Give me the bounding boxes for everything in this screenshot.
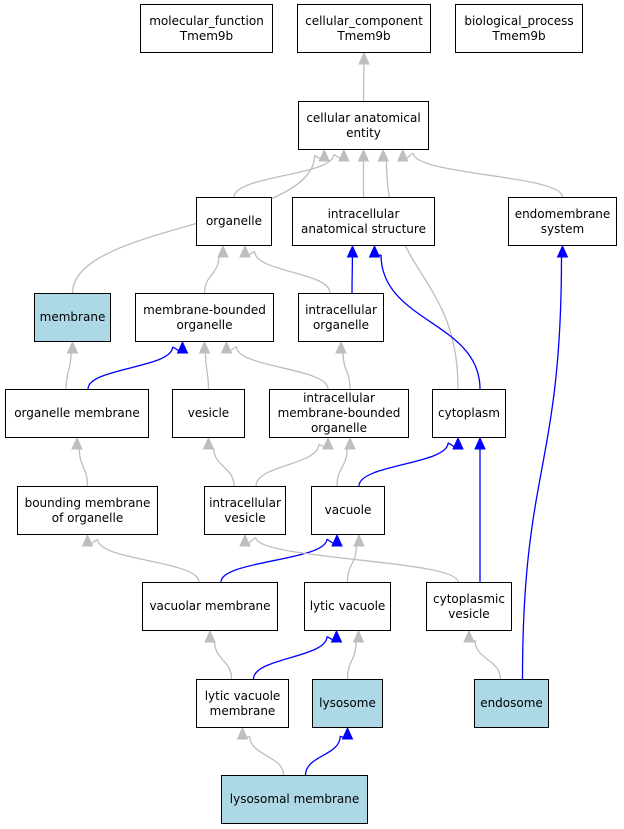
node-membrane[interactable]: membrane	[34, 293, 111, 342]
node-lysosomal-membrane[interactable]: lysosomal membrane	[221, 775, 368, 824]
edge-is_a-lytic_vacuole-to-vacuole	[346, 545, 358, 583]
edge-part_of-cytoplasm-to-intracellular_anatomical_structure	[380, 254, 481, 390]
edge-part_of-lysosomal_membrane-to-lysosome	[304, 736, 341, 776]
node-vacuole[interactable]: vacuole	[311, 486, 385, 535]
edge-part_of-endosome-to-endomembrane_system	[521, 256, 563, 680]
edge-tail-intracellular_membrane_bounded_organelle-to-membrane_bounded_organelle	[226, 346, 237, 354]
edge-is_a-endosome-to-cytoplasmic_vesicle	[474, 640, 502, 680]
edge-part_of-organelle_membrane-to-membrane_bounded_organelle	[87, 346, 174, 390]
edge-is_a-lytic_vacuole_membrane-to-vacuolar_membrane	[213, 641, 233, 680]
edge-tail-cytoplasm-to-cellular_anatomical_entity	[383, 159, 387, 162]
node-cytoplasm[interactable]: cytoplasm	[432, 389, 506, 438]
edge-tail-lytic_vacuole_membrane-to-lytic_vacuole	[326, 635, 337, 643]
edge-arrowhead-membrane_bounded_organelle-to-organelle	[217, 244, 229, 258]
node-endosome[interactable]: endosome	[474, 679, 549, 728]
edge-is_a-bounding_membrane_of_organelle-to-organelle_membrane	[78, 448, 89, 487]
edge-is_a-organelle-to-cellular_anatomical_entity	[233, 154, 335, 198]
edge-tail-intracellular_organelle-to-organelle	[244, 250, 255, 258]
node-intracellular-anatomical-structure[interactable]: intracellular anatomical structure	[292, 197, 435, 246]
node-biological-process[interactable]: biological_process Tmem9b	[455, 4, 583, 53]
edge-tail-organelle-to-cellular_anatomical_entity	[333, 153, 345, 162]
edge-is_a-endomembrane_system-to-cellular_anatomical_entity	[412, 152, 564, 198]
edge-arrowhead-intracellular_anatomical_structure-to-cellular_anatomical_entity	[357, 148, 370, 162]
node-vesicle[interactable]: vesicle	[172, 389, 245, 438]
edge-tail-vacuolar_membrane-to-vacuole	[326, 538, 338, 547]
edge-is_a-membrane_bounded_organelle-to-organelle	[203, 256, 220, 294]
edge-tail-intracellular_vesicle-to-intracellular_membrane_bounded_organelle	[318, 443, 329, 450]
edge-tail-cytoplasm-to-intracellular_anatomical_structure	[374, 254, 382, 258]
node-lytic-vacuole-membrane[interactable]: lytic vacuole membrane	[196, 679, 289, 728]
edge-arrowhead-vacuole-to-intracellular_membrane_bounded_organelle	[344, 436, 356, 450]
edge-part_of-lytic_vacuole_membrane-to-lytic_vacuole	[252, 636, 328, 680]
edge-tail-endosome-to-cytoplasmic_vesicle	[468, 639, 476, 643]
edge-is_a-cytoplasmic_vesicle-to-intracellular_vesicle	[255, 537, 459, 583]
edge-is_a-organelle_membrane-to-membrane	[65, 352, 72, 390]
edge-tail-vacuole-to-cytoplasm	[447, 442, 459, 450]
node-lytic-vacuole[interactable]: lytic vacuole	[304, 582, 391, 631]
node-cellular-component[interactable]: cellular_component Tmem9b	[297, 4, 431, 53]
edge-is_a-cytoplasm-to-cellular_anatomical_entity	[385, 160, 459, 390]
edge-is_a-vesicle-to-membrane_bounded_organelle	[204, 352, 210, 390]
edge-tail-lysosomal_membrane-to-lysosome	[339, 735, 348, 740]
node-lysosome[interactable]: lysosome	[312, 679, 383, 728]
edge-arrowhead-endosome-to-endomembrane_system	[556, 244, 569, 258]
node-vacuolar-membrane[interactable]: vacuolar membrane	[142, 582, 278, 631]
node-cytoplasmic-vesicle[interactable]: cytoplasmic vesicle	[426, 582, 512, 631]
node-bounding-membrane-of-organelle[interactable]: bounding membrane of organelle	[17, 486, 158, 535]
edge-is_a-intracellular_organelle-to-organelle	[253, 251, 331, 294]
edge-arrowhead-bounding_membrane_of_organelle-to-organelle_membrane	[71, 436, 83, 450]
edge-arrowhead-cytoplasmic_vesicle-to-cytoplasm	[474, 436, 486, 450]
edge-tail-vacuolar_membrane-to-bounding_membrane_of_organelle	[87, 538, 98, 547]
edge-arrowhead-cytoplasmic_vesicle-to-intracellular_vesicle	[239, 533, 251, 547]
edge-arrowhead-cellular_anatomical_entity-to-cellular_component	[358, 51, 370, 65]
edge-arrowhead-intracellular_vesicle-to-vesicle	[202, 436, 215, 450]
edge-arrowhead-lysosome-to-lytic_vacuole	[352, 629, 365, 643]
edge-arrowhead-organelle_membrane-to-membrane	[66, 340, 79, 354]
edge-is_a-intracellular_vesicle-to-intracellular_membrane_bounded_organelle	[255, 443, 320, 487]
edge-tail-intracellular_vesicle-to-vesicle	[208, 447, 214, 450]
edge-is_a-intracellular_membrane_bounded_organelle-to-membrane_bounded_organelle	[235, 346, 329, 390]
node-cellular-anatomical-entity[interactable]: cellular anatomical entity	[298, 101, 429, 150]
edge-part_of-vacuolar_membrane-to-vacuole	[220, 538, 328, 583]
node-intracellular-membrane-bounded-organelle[interactable]: intracellular membrane-bounded organelle	[269, 389, 409, 438]
edge-is_a-intracellular_membrane_bounded_organelle-to-intracellular_organelle	[342, 352, 351, 390]
edge-tail-membrane-to-cellular_anatomical_entity	[314, 154, 325, 162]
edge-arrowhead-cytoplasm-to-cellular_anatomical_entity	[377, 148, 389, 162]
edge-tail-organelle_membrane-to-membrane_bounded_organelle	[172, 346, 183, 354]
edge-is_a-intracellular_vesicle-to-vesicle	[213, 447, 235, 487]
edge-is_a-vacuolar_membrane-to-bounding_membrane_of_organelle	[96, 539, 200, 583]
node-membrane-bounded-organelle[interactable]: membrane-bounded organelle	[135, 293, 274, 342]
edge-tail-endomembrane_system-to-cellular_anatomical_entity	[402, 152, 414, 162]
node-organelle-membrane[interactable]: organelle membrane	[5, 389, 149, 438]
edge-tail-lytic_vacuole_membrane-to-vacuolar_membrane	[209, 640, 215, 643]
edge-arrowhead-endomembrane_system-to-cellular_anatomical_entity	[397, 148, 409, 162]
edge-is_a-membrane-to-cellular_anatomical_entity	[71, 155, 316, 294]
edge-arrowhead-lytic_vacuole_membrane-to-vacuolar_membrane	[204, 629, 216, 643]
edge-is_a-lysosomal_membrane-to-lytic_vacuole_membrane	[249, 736, 285, 776]
node-intracellular-vesicle[interactable]: intracellular vesicle	[204, 486, 286, 535]
edge-arrowhead-vesicle-to-membrane_bounded_organelle	[198, 340, 211, 354]
edge-arrowhead-intracellular_organelle-to-intracellular_anatomical_structure	[346, 244, 359, 258]
edge-part_of-vacuole-to-cytoplasm	[358, 442, 449, 487]
edge-is_a-vacuole-to-intracellular_membrane_bounded_organelle	[336, 448, 348, 487]
edge-arrowhead-intracellular_membrane_bounded_organelle-to-intracellular_organelle	[335, 340, 347, 354]
node-molecular-function[interactable]: molecular_function Tmem9b	[140, 4, 273, 53]
edge-is_a-lysosome-to-lytic_vacuole	[346, 641, 357, 680]
node-intracellular-organelle[interactable]: intracellular organelle	[298, 293, 384, 342]
node-organelle[interactable]: organelle	[196, 197, 272, 246]
edge-tail-cytoplasmic_vesicle-to-intracellular_vesicle	[244, 536, 257, 547]
node-endomembrane-system[interactable]: endomembrane system	[508, 197, 617, 246]
edge-arrowhead-lytic_vacuole-to-vacuole	[353, 533, 365, 547]
edge-tail-lysosomal_membrane-to-lytic_vacuole_membrane	[242, 735, 250, 740]
edge-tail-membrane_bounded_organelle-to-organelle	[218, 255, 224, 258]
